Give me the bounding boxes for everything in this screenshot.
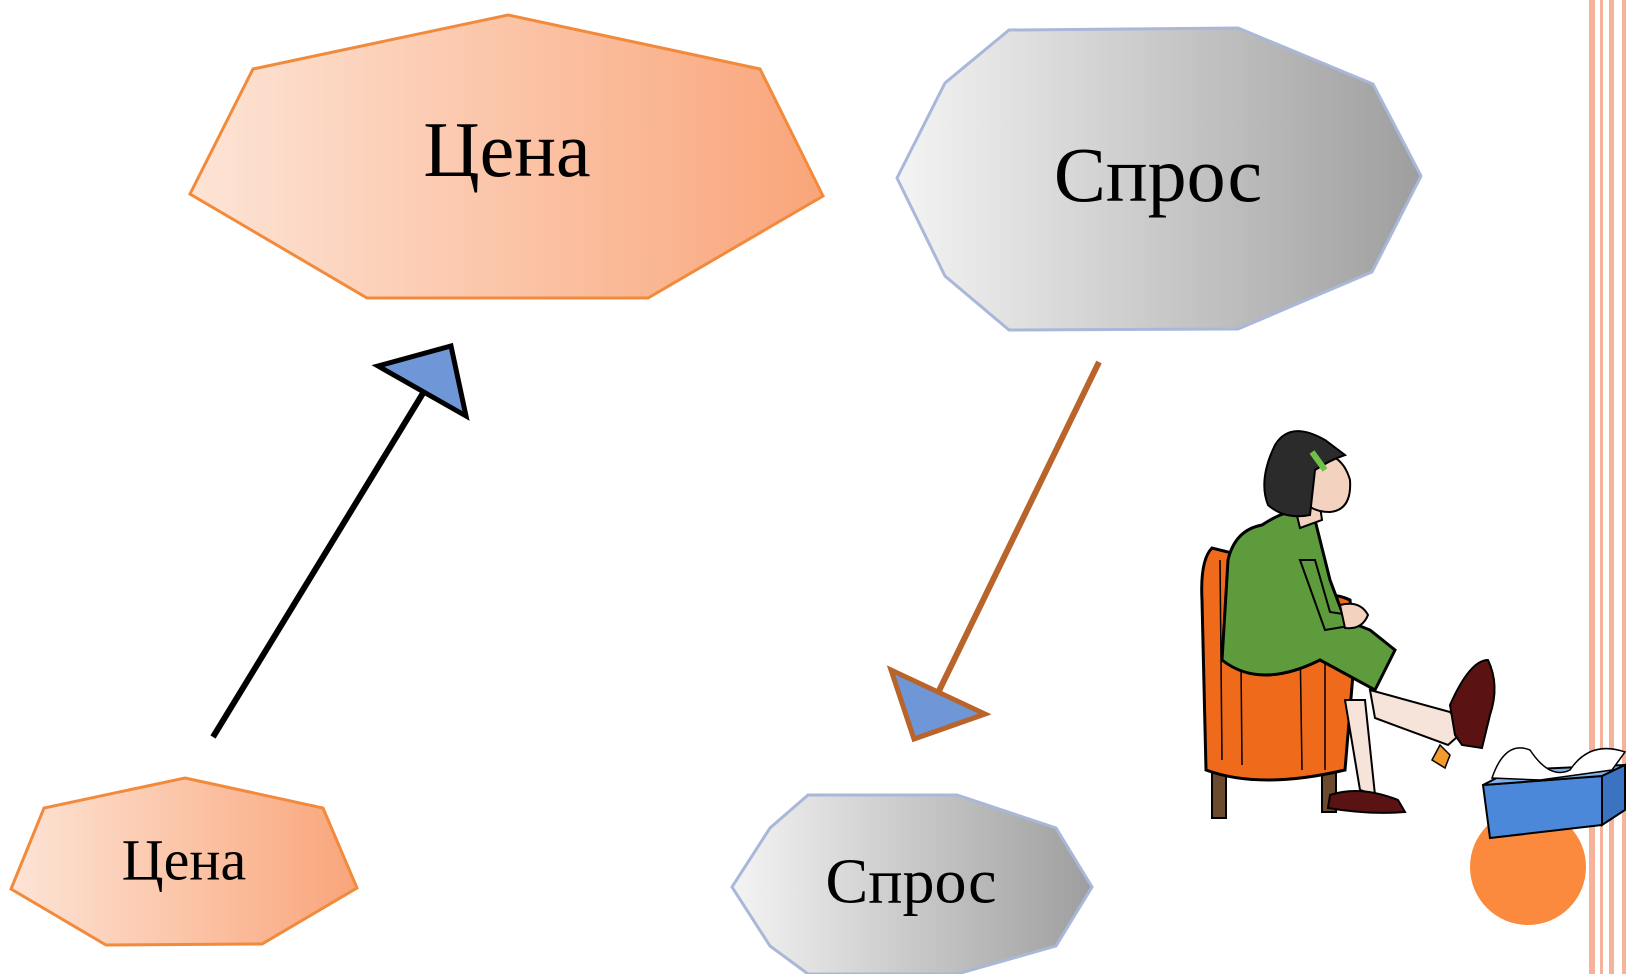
demand-label-large: Спрос (1054, 131, 1262, 218)
demand-shape-large: Спрос (895, 26, 1423, 332)
accent-circle (1470, 809, 1586, 925)
woman-trying-on-shoes-icon (1200, 430, 1627, 840)
demand-down-arrow (886, 360, 1102, 743)
price-label-small: Цена (122, 827, 246, 892)
demand-label-small: Спрос (826, 846, 997, 917)
price-shape-small: Цена (9, 776, 359, 947)
right-border-decoration (1589, 0, 1626, 974)
price-label-large: Цена (423, 106, 590, 193)
demand-shape-small: Спрос (730, 793, 1094, 974)
price-up-arrow (210, 342, 470, 739)
price-shape-large: Цена (188, 13, 825, 300)
